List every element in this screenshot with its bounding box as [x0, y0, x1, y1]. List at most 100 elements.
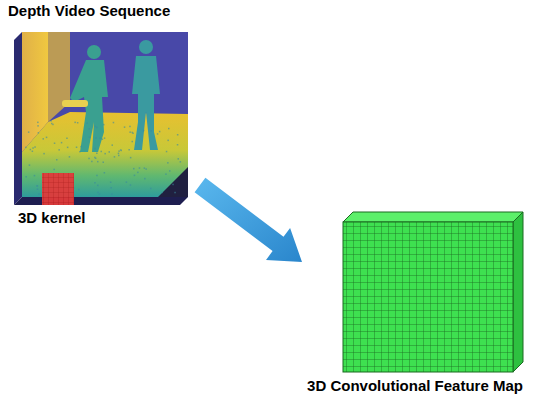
speckle — [89, 128, 91, 130]
speckle — [103, 124, 105, 126]
speckle — [151, 130, 153, 132]
speckle — [118, 150, 120, 152]
speckle — [112, 144, 114, 146]
speckle — [37, 185, 39, 187]
speckle — [56, 159, 58, 161]
speckle — [139, 167, 141, 169]
speckle — [130, 184, 132, 186]
speckle — [165, 173, 167, 175]
speckle — [43, 138, 45, 140]
speckle — [177, 134, 179, 136]
speckle — [134, 175, 136, 177]
speckle — [43, 153, 45, 155]
feature-map-illustration — [290, 205, 540, 405]
speckle — [50, 120, 52, 122]
speckle — [103, 162, 105, 164]
speckle — [94, 148, 96, 150]
speckle — [37, 189, 39, 191]
speckle — [78, 189, 80, 191]
speckle — [94, 157, 96, 159]
speckle — [167, 140, 169, 142]
speckle — [166, 151, 168, 153]
speckle — [37, 122, 39, 124]
speckle — [28, 131, 30, 133]
speckle — [96, 127, 98, 129]
speckle — [110, 182, 112, 184]
speckle — [118, 153, 120, 155]
speckle — [34, 175, 36, 177]
speckle — [25, 147, 27, 149]
speckle — [157, 133, 159, 135]
speckle — [104, 153, 106, 155]
speckle — [25, 176, 27, 178]
speckle — [126, 181, 128, 183]
speckle — [129, 126, 131, 128]
speckle — [96, 153, 98, 155]
speckle — [129, 131, 131, 133]
speckle — [38, 132, 40, 134]
speckle — [94, 182, 96, 184]
speckle — [174, 192, 176, 194]
speckle — [32, 151, 33, 153]
speckle — [74, 122, 76, 124]
speckle — [97, 192, 99, 194]
speckle — [61, 142, 63, 144]
speckle — [132, 141, 134, 143]
speckle — [118, 155, 120, 157]
kernel-label: 3D kernel — [18, 209, 86, 226]
speckle — [95, 158, 97, 160]
speckle — [104, 172, 106, 174]
speckle — [143, 130, 145, 132]
speckle — [150, 188, 152, 190]
speckle — [38, 193, 40, 195]
speckle — [66, 138, 68, 140]
feature-map-label: 3D Convolutional Feature Map — [290, 377, 540, 394]
feature-map-cube: 3D Convolutional Feature Map — [290, 205, 540, 405]
speckle — [178, 158, 180, 160]
speckle — [30, 149, 32, 151]
speckle — [128, 149, 130, 151]
speckle — [58, 149, 60, 151]
speckle — [80, 146, 82, 148]
speckle — [137, 172, 139, 174]
depth-video-cube: Depth Video Sequence — [8, 2, 200, 205]
flow-arrow — [195, 178, 302, 262]
speckle — [180, 161, 182, 163]
speckle — [67, 147, 69, 149]
speckle — [169, 170, 171, 172]
speckle — [111, 193, 113, 195]
speckle — [89, 137, 91, 139]
speckle — [113, 122, 115, 124]
speckle — [37, 125, 39, 127]
speckle — [99, 138, 101, 140]
speckle — [104, 137, 106, 139]
speckle — [121, 150, 123, 152]
speckle — [29, 164, 31, 166]
speckle — [95, 137, 97, 139]
speckle — [110, 187, 112, 189]
speckle — [97, 161, 99, 163]
speckle — [36, 185, 38, 187]
speckle — [91, 161, 93, 163]
speckle — [159, 131, 161, 133]
speckle — [114, 156, 116, 158]
speckle — [77, 122, 79, 124]
speckle — [167, 162, 169, 164]
speckle — [94, 126, 96, 128]
speckle — [34, 146, 36, 148]
speckle — [130, 157, 132, 159]
speckle — [54, 143, 56, 145]
speckle — [69, 156, 71, 158]
speckle — [120, 149, 122, 151]
speckle — [144, 167, 146, 169]
speckle — [161, 192, 163, 194]
speckle — [109, 151, 111, 153]
speckle — [144, 178, 146, 180]
speckle — [177, 144, 179, 146]
speckle — [172, 184, 174, 186]
speckle — [133, 168, 135, 170]
speckle — [88, 158, 90, 160]
speckle — [102, 139, 104, 141]
sequence-title: Depth Video Sequence — [8, 2, 200, 19]
speckle — [46, 137, 48, 139]
